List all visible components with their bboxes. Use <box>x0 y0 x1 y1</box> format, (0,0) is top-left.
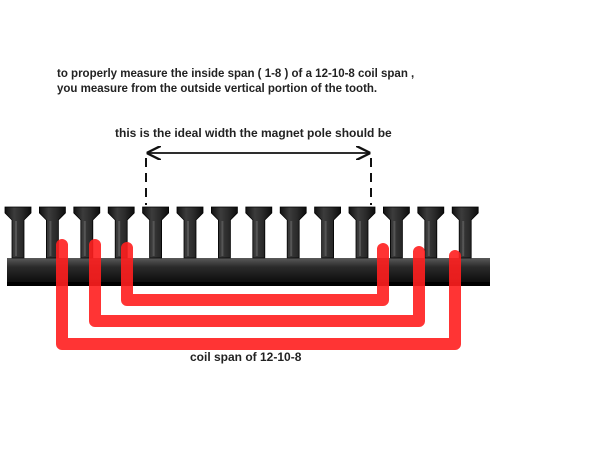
coil-loop-inner <box>121 242 389 306</box>
stator-tooth <box>176 206 204 259</box>
stator-tooth <box>417 206 445 259</box>
stator-tooth <box>314 206 341 259</box>
stator-tooth <box>451 206 479 259</box>
coil-loop-outer <box>56 239 461 350</box>
stator-tooth <box>383 206 410 259</box>
measurement-guides <box>145 153 372 205</box>
stator-tooth <box>245 206 273 259</box>
intro-line-1: to properly measure the inside span ( 1-… <box>57 68 415 80</box>
ideal-width-label: this is the ideal width the magnet pole … <box>115 126 392 140</box>
stator-tooth <box>142 206 169 259</box>
stator-teeth <box>4 206 479 259</box>
intro-line-2: you measure from the outside vertical po… <box>57 83 378 95</box>
intro-text: to properly measure the inside span ( 1-… <box>57 67 414 97</box>
stator-tooth <box>348 206 376 259</box>
stator-tooth <box>211 206 238 259</box>
stator-tooth <box>279 206 307 259</box>
stator-tooth <box>4 206 32 259</box>
coil-span-label: coil span of 12-10-8 <box>190 350 302 364</box>
coil-loop-middle <box>89 239 425 327</box>
stator-bar <box>7 258 490 286</box>
coil-loops <box>56 239 461 350</box>
